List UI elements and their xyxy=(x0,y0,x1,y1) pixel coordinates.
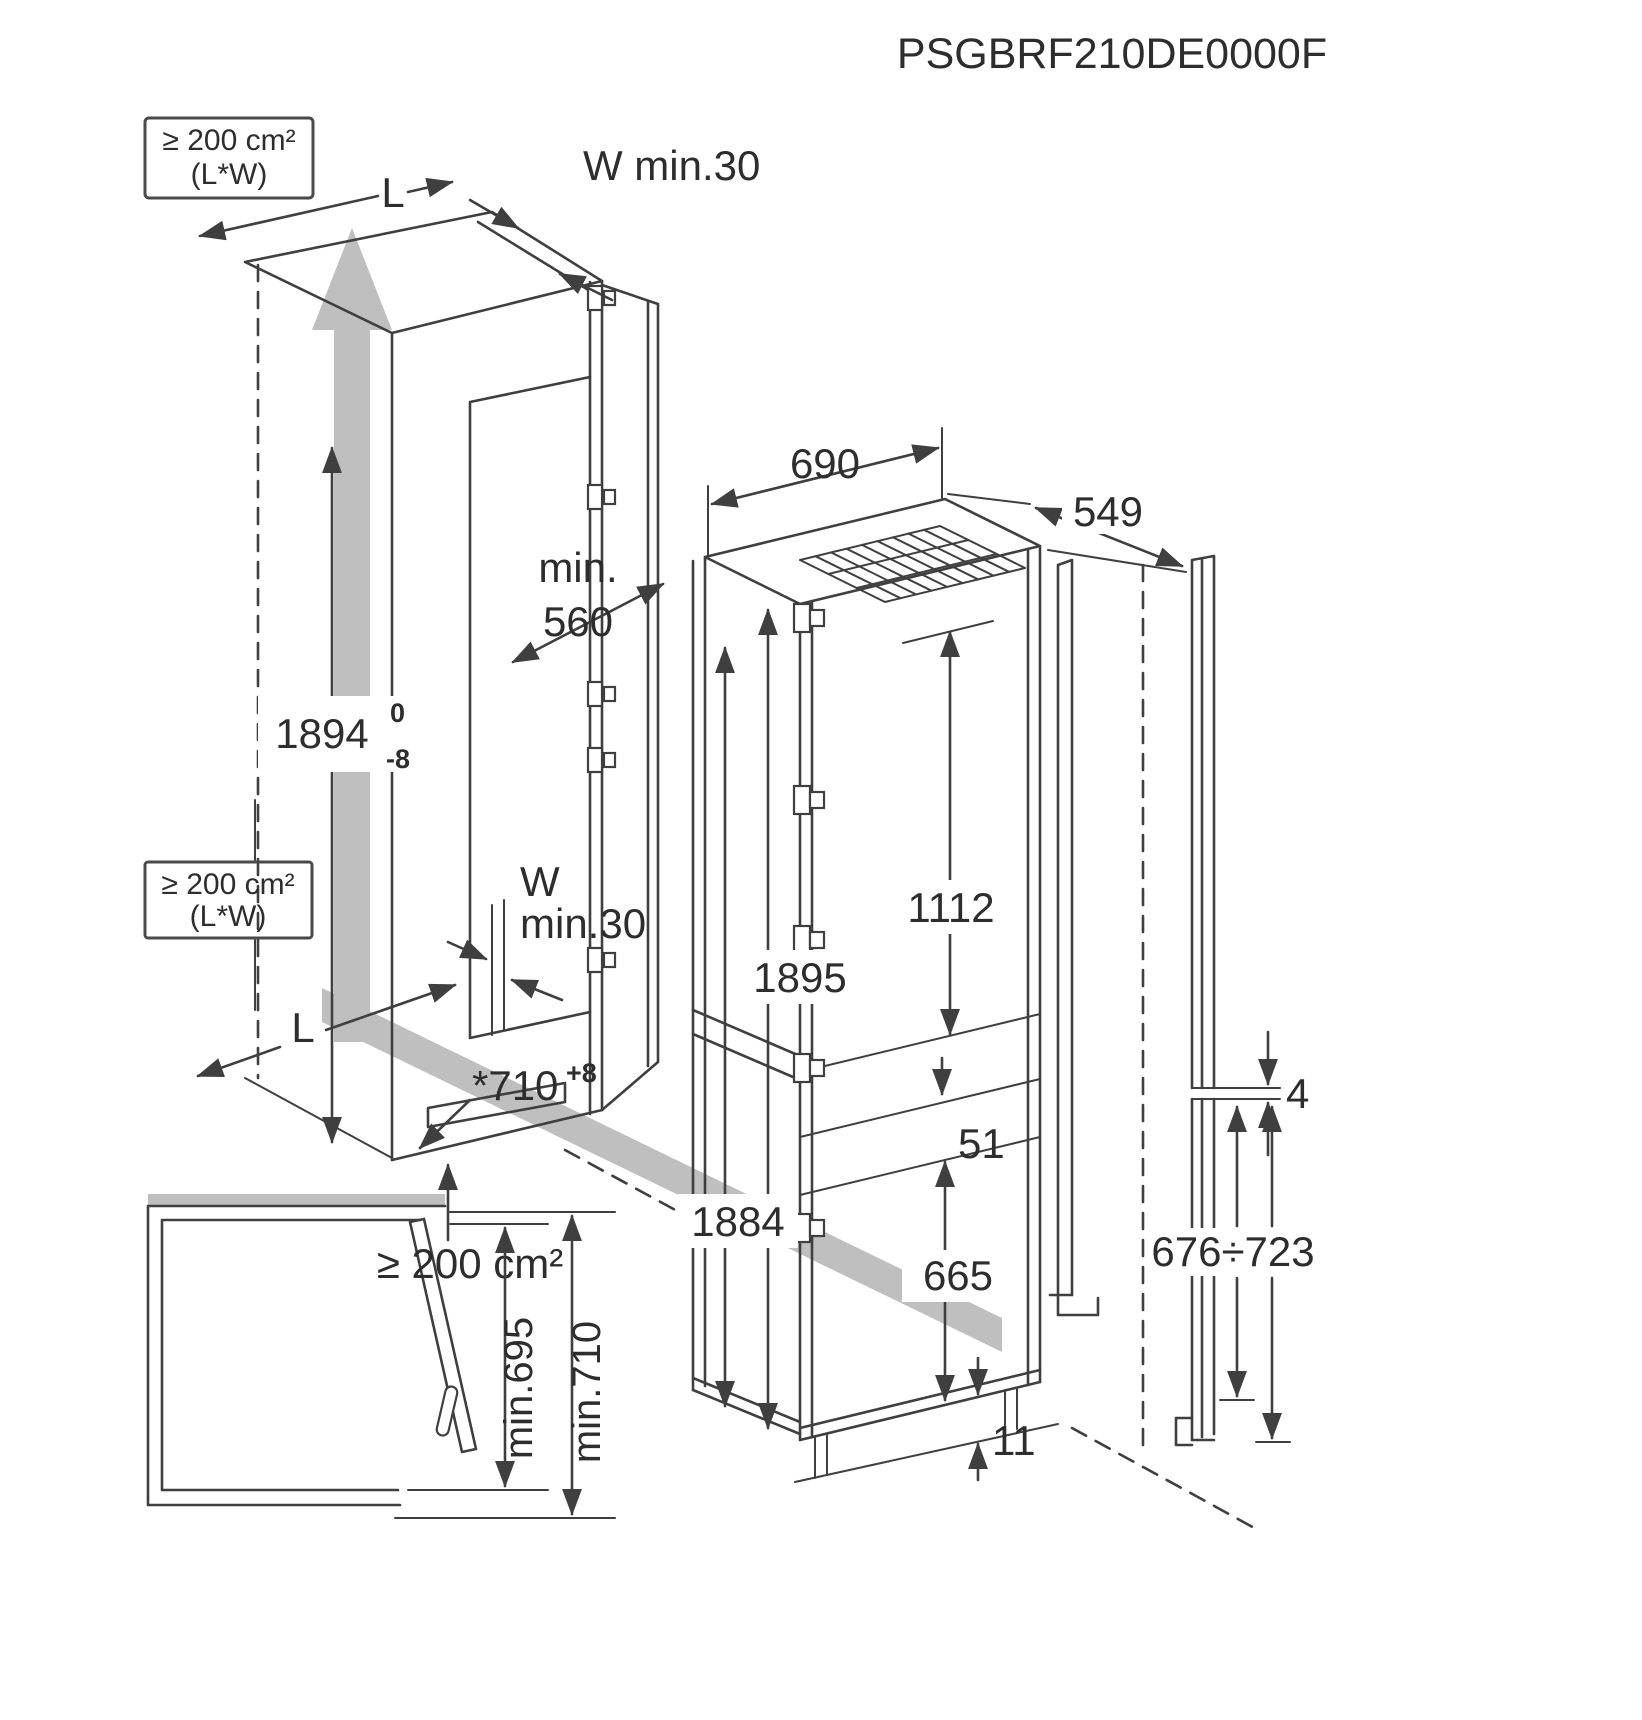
dim-bottom-gap: 11 xyxy=(968,1356,1036,1482)
dim-opening-min-outer: min.710 xyxy=(394,1211,616,1519)
appliance-hinge-edge xyxy=(798,599,814,1442)
panel-rail-upper xyxy=(1190,554,1216,1090)
niche-top-face xyxy=(243,210,604,335)
niche-depth-line1: min. xyxy=(538,544,617,591)
wall-mid-label-min30: min.30 xyxy=(520,900,646,947)
airflow-up-arrow-shaft xyxy=(334,330,370,1042)
appliance-feet xyxy=(814,1388,1018,1479)
appliance-hinges xyxy=(792,602,826,1244)
length-top-label: L xyxy=(381,169,404,216)
appliance-open-door-outer-edge xyxy=(691,555,707,1392)
niche-plinth-vent-slot xyxy=(426,1081,567,1129)
plan-outer-walls xyxy=(146,1204,447,1507)
vent-left-box-line2: (L*W) xyxy=(190,900,267,933)
dim-appliance-height: 1895 xyxy=(742,608,860,1430)
floor-reference-dashed xyxy=(563,1148,1260,1532)
plan-view xyxy=(146,1194,478,1507)
bottom-gap-label: 11 xyxy=(992,1417,1036,1464)
hinge-icon xyxy=(586,483,617,511)
lower-door-height-label: 665 xyxy=(923,1252,993,1299)
plan-wall-shading xyxy=(148,1194,445,1206)
dim-appliance-height-alt: 1884 xyxy=(678,646,798,1408)
dimension-annotations: ≥ 200 cm² (L*W) L W min.30 min. 560 1894… xyxy=(143,116,1318,1519)
dim-niche-depth: min. 560 xyxy=(511,544,665,664)
appliance-top-vent-grid xyxy=(799,525,1026,603)
vent-area-top-callout: ≥ 200 cm² (L*W) xyxy=(143,116,315,200)
dim-length-bottom: L xyxy=(196,983,457,1078)
door-split-lines xyxy=(691,1008,802,1082)
dim-appliance-width: 690 xyxy=(707,427,943,557)
wall-top-label: W min.30 xyxy=(583,142,760,189)
upper-door-height-label: 1112 xyxy=(907,884,994,931)
opening-min-inner-label: min.695 xyxy=(497,1317,541,1459)
panel-gap-lines xyxy=(1191,1087,1281,1100)
appliance-depth-label: 549 xyxy=(1073,488,1143,535)
dim-niche-height: 1894 0 -8 xyxy=(258,446,426,1144)
panel-height-range-label: 676÷723 xyxy=(1151,1228,1314,1275)
vent-area-left-callout: ≥ 200 cm² (L*W) xyxy=(143,799,314,1011)
appliance-bottom-edge xyxy=(798,1368,1042,1442)
appliance-height-label: 1895 xyxy=(753,954,846,1001)
niche-interior xyxy=(468,375,592,1040)
floor-line-under-appliance xyxy=(794,1423,1059,1483)
niche-depth-line2: 560 xyxy=(543,598,613,645)
hinge-gap-label: 51 xyxy=(958,1120,1005,1167)
dim-panel-height-range: 676÷723 xyxy=(1148,1105,1318,1443)
dim-hinge-gap: 51 xyxy=(932,1056,1005,1167)
dim-length-top: L xyxy=(198,169,454,241)
dim-lower-door-height: 665 xyxy=(902,1160,1014,1402)
niche-floor-back-edge xyxy=(244,1077,393,1159)
hinge-icon xyxy=(586,746,617,774)
appliance-width-label: 690 xyxy=(790,440,860,487)
panel-slab xyxy=(1056,558,1074,1297)
dim-upper-door-height: 1112 xyxy=(890,620,1012,1036)
door-panel-side-view xyxy=(1048,554,1281,1450)
vent-left-box-line1: ≥ 200 cm² xyxy=(161,868,294,901)
appliance-height-alt-label: 1884 xyxy=(691,1198,784,1245)
panel-gap-label: 4 xyxy=(1286,1070,1309,1117)
dim-niche-width: *710 +8 xyxy=(418,1058,597,1150)
dim-appliance-depth: 549 xyxy=(947,488,1187,573)
plan-door-handle xyxy=(435,1385,459,1437)
wall-mid-label-w: W xyxy=(520,858,560,905)
plan-open-door xyxy=(408,1217,478,1454)
hinge-icon xyxy=(792,924,826,956)
panel-foot xyxy=(1048,1293,1100,1317)
dim-panel-gap: 4 xyxy=(1258,1030,1309,1157)
appliance-front-right-edge xyxy=(1026,544,1042,1387)
hinge-icon xyxy=(792,784,826,816)
niche-height-tol-lower: -8 xyxy=(386,744,410,774)
appliance xyxy=(691,497,1059,1483)
niche-bottom-front-edge xyxy=(390,1108,604,1162)
niche-height-tol-upper: 0 xyxy=(390,698,405,728)
model-number-title: PSGBRF210DE0000F xyxy=(897,30,1327,78)
door-bottom-edge xyxy=(691,1376,802,1436)
dim-wall-top: W min.30 xyxy=(468,142,760,302)
niche-height-label: 1894 xyxy=(275,710,368,757)
niche-width-tol: +8 xyxy=(566,1058,597,1088)
compartment-divider-lines xyxy=(799,1013,1041,1196)
niche-divider-wall xyxy=(491,899,505,1036)
hinge-icon xyxy=(792,1052,826,1084)
hinge-icon xyxy=(586,946,617,974)
vent-top-box-line1: ≥ 200 cm² xyxy=(162,124,295,157)
opening-min-outer-label: min.710 xyxy=(565,1321,609,1463)
hinge-icon xyxy=(586,680,617,708)
hinge-icon xyxy=(792,602,826,634)
dim-wall-middle: W min.30 xyxy=(446,858,646,1002)
furniture-door-open xyxy=(600,283,660,1112)
vent-bottom-label: ≥ 200 cm² xyxy=(377,1240,563,1287)
dim-opening-min-inner: min.695 xyxy=(407,1223,549,1491)
airflow-floor-band xyxy=(322,988,1002,1352)
vent-top-box-line2: (L*W) xyxy=(191,158,268,191)
length-bottom-label: L xyxy=(291,1004,314,1051)
plan-inner-walls xyxy=(160,1218,422,1492)
niche-width-label: *710 xyxy=(472,1062,558,1109)
vent-area-bottom-callout: ≥ 200 cm² xyxy=(377,1163,563,1287)
panel-rail-foot xyxy=(1174,1416,1216,1447)
